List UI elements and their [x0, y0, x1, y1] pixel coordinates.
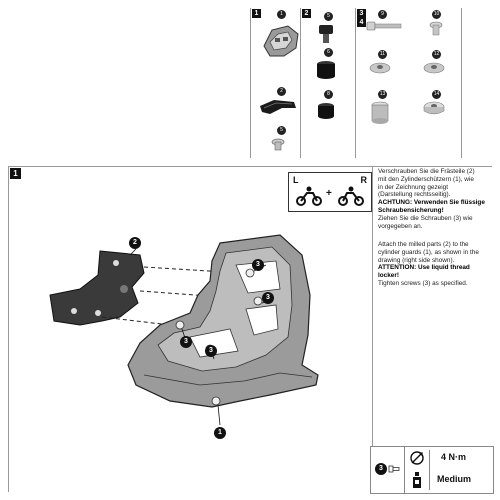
orientation-badge: L R +: [288, 172, 372, 212]
frame-top-line: [8, 166, 492, 167]
part-number: 11: [378, 50, 387, 59]
torque-spec-box: 3 4 N·m Medium: [370, 446, 494, 494]
callout-screw: 3: [252, 259, 264, 271]
divider: [461, 8, 462, 158]
cylinder-guard-thumbnail: [263, 25, 299, 57]
callout-screw: 3: [180, 336, 192, 348]
panel-number-1: 1: [252, 9, 261, 18]
callout-screw: 3: [205, 345, 217, 357]
assembly-drawing: [49, 234, 319, 426]
part-number: 14: [432, 90, 441, 99]
part-number: 1: [277, 10, 286, 19]
bolt-thumbnail: [319, 25, 333, 43]
screw-icon: [388, 465, 400, 473]
divider: [429, 450, 430, 490]
left-label: L: [293, 175, 299, 185]
milled-part: [49, 250, 145, 326]
callout-milled-part: 2: [129, 237, 141, 249]
part-number: 8: [324, 90, 333, 99]
instructions-english: Attach the milled parts (2) to the cylin…: [378, 241, 479, 287]
part-number: 6: [324, 48, 333, 57]
divider: [355, 8, 356, 158]
washer-thumbnail: [369, 62, 391, 74]
thread-locker-icon: [413, 472, 421, 488]
callout-screw: 3: [262, 292, 274, 304]
right-label: R: [360, 175, 368, 185]
panel-number-2: 2: [302, 9, 311, 18]
frame-left-line: [8, 166, 9, 492]
torque-wrench-icon: [410, 451, 424, 465]
part-number: 2: [277, 87, 286, 96]
part-number: 12: [432, 50, 441, 59]
divider: [250, 8, 251, 158]
instructions-german: Verschrauben Sie die Frästeile (2) mit d…: [378, 168, 485, 230]
milled-plate-thumbnail: [260, 100, 296, 114]
part-number: 13: [378, 90, 387, 99]
part-number: 5: [277, 126, 286, 135]
frame-divider: [372, 166, 373, 492]
torque-part-number: 3: [375, 463, 387, 475]
motorcycle-left-icon: [296, 186, 322, 206]
washer-thumbnail: [423, 62, 445, 74]
divider: [300, 8, 301, 158]
plus-label: +: [326, 188, 332, 199]
rubber-bush-thumbnail: [317, 61, 335, 79]
thick-washer-thumbnail: [423, 101, 445, 115]
screw-thumbnail: [429, 21, 443, 36]
part-number: 10: [432, 10, 441, 19]
screw-thumbnail: [271, 138, 285, 151]
motorcycle-right-icon: [338, 186, 364, 206]
torque-value: 4 N·m: [441, 452, 467, 462]
part-number: 9: [378, 10, 387, 19]
divider: [404, 447, 405, 493]
rubber-bush-thumbnail: [318, 103, 334, 119]
long-screw-thumbnail: [366, 21, 402, 31]
step-number: 1: [10, 168, 21, 179]
spacer-thumbnail: [371, 101, 389, 124]
callout-cylinder-guard: 1: [214, 427, 226, 439]
locker-strength: Medium: [437, 474, 472, 484]
part-number: 5: [324, 12, 333, 21]
